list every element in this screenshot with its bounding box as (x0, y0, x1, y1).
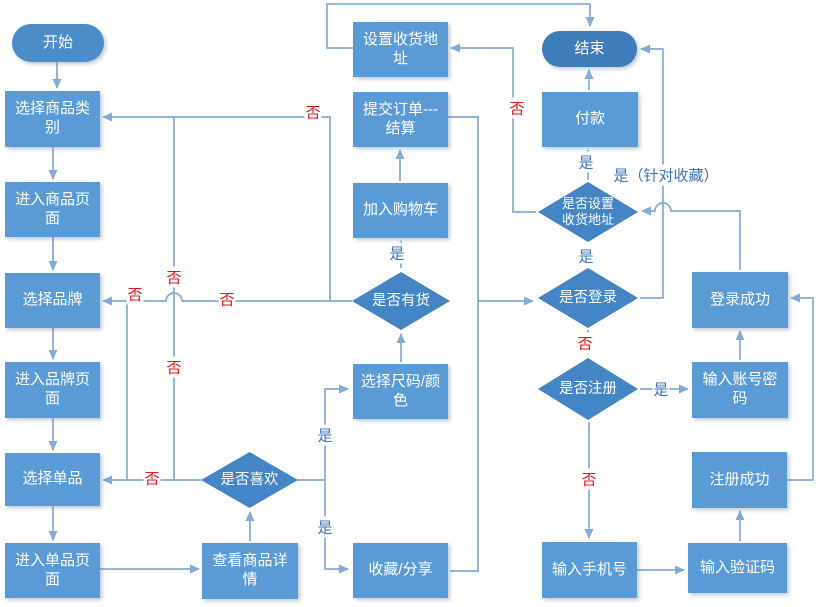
node-label: 是否注册 (559, 380, 617, 397)
node-login-success: 登录成功 (692, 272, 788, 328)
node-label: 输入验证码 (699, 558, 775, 576)
node-select-size-color: 选择尺码/颜色 (353, 364, 448, 419)
node-label: 进入商品页面 (14, 190, 90, 227)
node-label: 登录成功 (709, 290, 770, 308)
edge-label-no: 否 (218, 288, 236, 310)
node-label: 查看商品详情 (212, 552, 288, 588)
edge-label-yes: 是 (316, 424, 334, 446)
node-enter-item-page: 进入单品页面 (5, 543, 100, 598)
edge-label-no: 否 (508, 97, 526, 119)
node-start: 开始 (12, 24, 104, 62)
node-label: 是否登录 (559, 289, 617, 306)
node-label: 输入账号密码 (702, 371, 778, 407)
node-set-address: 设置收货地址 (353, 22, 448, 77)
node-label: 收藏/分享 (368, 561, 433, 579)
node-favorite-share: 收藏/分享 (353, 543, 448, 598)
node-label: 进入品牌页面 (14, 371, 90, 407)
node-label: 是否有货 (372, 292, 430, 309)
node-label: 结束 (574, 39, 605, 57)
edge-label-no: 否 (165, 266, 183, 288)
edge-label-no: 否 (143, 467, 161, 489)
node-label: 选择品牌 (22, 291, 83, 309)
node-add-to-cart: 加入购物车 (353, 183, 448, 238)
node-label: 进入单品页面 (14, 551, 90, 588)
edge-label-no: 否 (304, 101, 322, 123)
edge-label-no: 否 (576, 332, 594, 354)
node-submit-order: 提交订单---结算 (353, 92, 448, 147)
edge-order-favorite-trunk (448, 116, 479, 572)
edge-label-no: 否 (580, 468, 598, 490)
node-label: 提交订单---结算 (363, 100, 438, 137)
node-select-brand: 选择品牌 (5, 273, 100, 328)
node-end: 结束 (542, 31, 637, 67)
node-select-category: 选择商品类别 (5, 91, 100, 147)
node-enter-verification-code: 输入验证码 (688, 543, 787, 593)
node-label: 注册成功 (709, 470, 770, 488)
edge-registerok-loginok (787, 293, 814, 481)
edge-label-yes: 是 (316, 516, 334, 538)
node-label: 是否喜欢 (220, 471, 279, 488)
edge-likeq-size (324, 384, 349, 480)
node-select-item: 选择单品 (5, 453, 100, 506)
node-enter-phone: 输入手机号 (542, 542, 637, 598)
node-enter-product-page: 进入商品页面 (5, 182, 100, 237)
edge-label-no: 否 (165, 356, 183, 378)
node-label: 选择尺码/颜色 (360, 372, 441, 409)
node-label: 选择商品类别 (14, 100, 90, 136)
edge-addressq-no-setaddress (450, 43, 536, 213)
edge-label-yes: 是 (652, 378, 670, 400)
edge-likeq-favorite (324, 480, 349, 574)
edge-loginok-addressq (641, 202, 741, 270)
edge-setaddress-end (326, 3, 595, 49)
node-label: 开始 (42, 33, 73, 51)
node-pay: 付款 (542, 92, 638, 147)
edge-stockq-no-category (102, 112, 331, 301)
edge-label-yes-for-favorite: 是（针对收藏） (612, 164, 720, 186)
node-label: 设置收货地址 (362, 30, 438, 67)
node-label: 选择单品 (22, 470, 83, 488)
node-enter-account-password: 输入账号密码 (692, 362, 788, 418)
node-register-success: 注册成功 (692, 452, 787, 508)
edge-label-yes: 是 (577, 245, 595, 267)
edge-label-no: 否 (126, 283, 144, 305)
node-enter-brand-page: 进入品牌页面 (5, 362, 100, 418)
edge-label-yes: 是 (388, 242, 406, 264)
node-label: 加入购物车 (362, 201, 438, 219)
node-label: 是否设置收货地址 (561, 195, 614, 227)
edge-label-yes: 是 (577, 151, 595, 173)
node-view-detail: 查看商品详情 (202, 543, 298, 599)
node-label: 付款 (574, 110, 605, 128)
node-label: 输入手机号 (551, 560, 627, 578)
